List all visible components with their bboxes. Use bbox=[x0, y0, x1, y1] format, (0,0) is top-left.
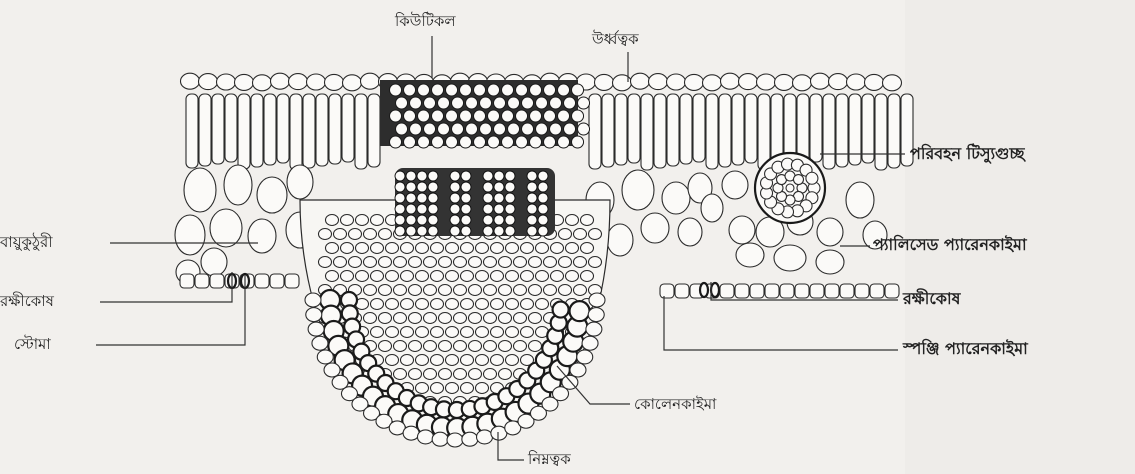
label-stoma: স্টোমা bbox=[14, 335, 51, 353]
midrib-tissue bbox=[300, 200, 610, 447]
label-vascular-bundle: পরিবহন টিস্যুগুচ্ছ bbox=[910, 145, 1025, 163]
label-spongy: স্পঞ্জি প্যারেনকাইমা bbox=[903, 340, 1028, 358]
midrib-vascular-bundle bbox=[395, 168, 555, 236]
label-guard-cell-left: রক্ষীকোষ bbox=[0, 292, 54, 310]
spongy-leader bbox=[664, 296, 898, 350]
label-cuticle: কিউটিকল bbox=[395, 12, 456, 30]
label-guard-cell-right: রক্ষীকোষ bbox=[903, 290, 960, 308]
label-collenchyma: কোলেনকাইমা bbox=[634, 395, 716, 413]
vascular-bundle bbox=[755, 153, 825, 223]
label-lower-epidermis: নিম্নত্বক bbox=[528, 450, 571, 468]
label-palisade: প্যালিসেড প্যারেনকাইমা bbox=[873, 236, 1027, 254]
label-air-chamber: বায়ুকুঠুরী bbox=[0, 233, 53, 251]
upper-collenchyma-block bbox=[380, 80, 590, 148]
label-upper-epidermis: উর্ধ্বত্বক bbox=[592, 30, 639, 48]
